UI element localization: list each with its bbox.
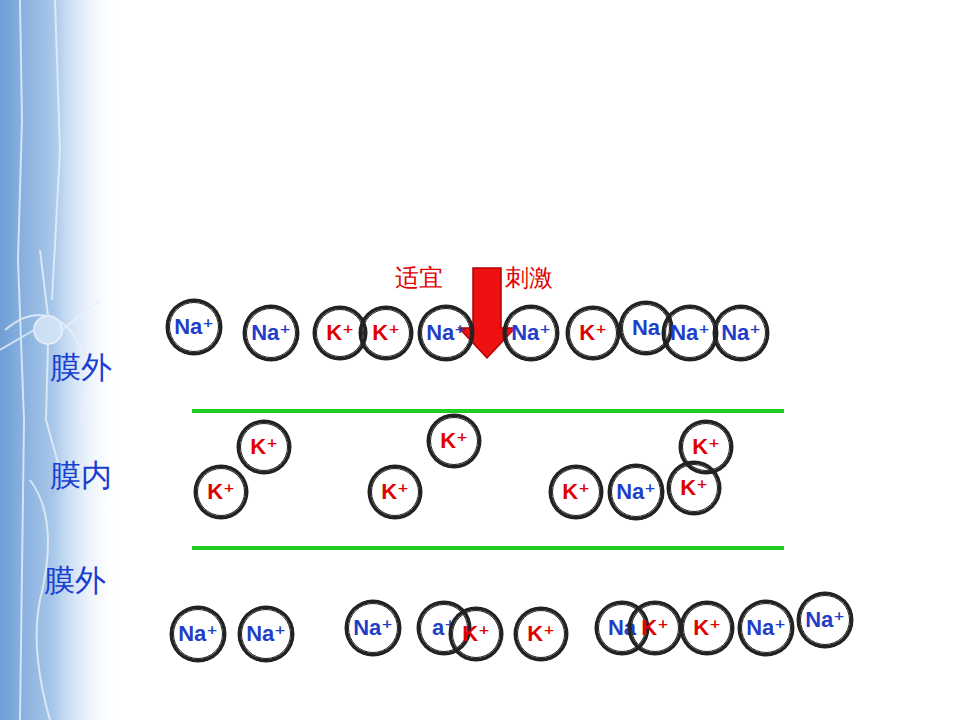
- ion-circle: Na⁺: [716, 308, 766, 358]
- membrane-line: [192, 409, 784, 413]
- ion-symbol: Na⁺: [721, 322, 761, 344]
- ion-circle: Na⁺: [800, 595, 850, 645]
- ion-symbol: Na: [632, 317, 660, 339]
- stimulus-label: 适宜: [395, 266, 443, 290]
- ion-circle: K⁺: [683, 604, 731, 652]
- ion-symbol: Na⁺: [178, 623, 218, 645]
- ion-symbol: K⁺: [250, 436, 278, 458]
- ion-symbol: K⁺: [692, 436, 720, 458]
- side-band: [0, 0, 120, 720]
- ion-symbol: K⁺: [693, 617, 721, 639]
- ion-symbol: Na⁺: [670, 322, 710, 344]
- stimulus-label: 刺激: [505, 266, 553, 290]
- ion-circle: K⁺: [452, 610, 500, 658]
- ion-symbol: K⁺: [579, 322, 607, 344]
- ion-symbol: K⁺: [680, 477, 708, 499]
- ion-symbol: K⁺: [326, 322, 354, 344]
- ion-symbol: Na⁺: [246, 623, 286, 645]
- ion-circle: Na⁺: [173, 609, 223, 659]
- ion-symbol: Na⁺: [746, 617, 786, 639]
- ion-circle: Na⁺: [246, 308, 296, 358]
- ion-circle: K⁺: [631, 604, 679, 652]
- ion-symbol: Na⁺: [511, 322, 551, 344]
- ion-symbol: K⁺: [527, 623, 555, 645]
- ion-circle: Na⁺: [169, 302, 219, 352]
- ion-symbol: Na⁺: [616, 481, 656, 503]
- ion-circle: Na⁺: [421, 308, 471, 358]
- ion-circle: a⁺: [420, 604, 468, 652]
- ion-circle: Na: [622, 304, 670, 352]
- ion-circle: Na: [598, 604, 646, 652]
- ion-circle: Na⁺: [611, 467, 661, 517]
- ion-symbol: K⁺: [641, 617, 669, 639]
- region-label: 膜外: [44, 565, 106, 596]
- ion-circle: Na⁺: [241, 609, 291, 659]
- ion-circle: K⁺: [569, 309, 617, 357]
- ion-circle: K⁺: [316, 309, 364, 357]
- ion-symbol: Na⁺: [805, 609, 845, 631]
- ion-symbol: K⁺: [381, 481, 409, 503]
- ion-symbol: K⁺: [462, 623, 490, 645]
- ion-circle: Na⁺: [348, 603, 398, 653]
- ion-symbol: K⁺: [562, 481, 590, 503]
- region-label: 膜内: [50, 460, 112, 491]
- region-label: 膜外: [50, 352, 112, 383]
- ion-circle: K⁺: [362, 309, 410, 357]
- ion-circle: Na⁺: [506, 308, 556, 358]
- ion-circle: K⁺: [197, 468, 245, 516]
- ion-symbol: K⁺: [440, 430, 468, 452]
- ion-circle: K⁺: [552, 468, 600, 516]
- ion-circle: K⁺: [430, 417, 478, 465]
- ion-symbol: Na⁺: [353, 617, 393, 639]
- ion-symbol: Na⁺: [251, 322, 291, 344]
- ion-circle: K⁺: [240, 423, 288, 471]
- ion-circle: K⁺: [517, 610, 565, 658]
- ion-symbol: Na⁺: [426, 322, 466, 344]
- membrane-line: [192, 546, 784, 550]
- ion-symbol: Na⁺: [174, 316, 214, 338]
- ion-circle: Na⁺: [741, 603, 791, 653]
- ion-circle: K⁺: [371, 468, 419, 516]
- ion-circle: Na⁺: [665, 308, 715, 358]
- ion-symbol: K⁺: [372, 322, 400, 344]
- ion-symbol: K⁺: [207, 481, 235, 503]
- ion-circle: K⁺: [670, 464, 718, 512]
